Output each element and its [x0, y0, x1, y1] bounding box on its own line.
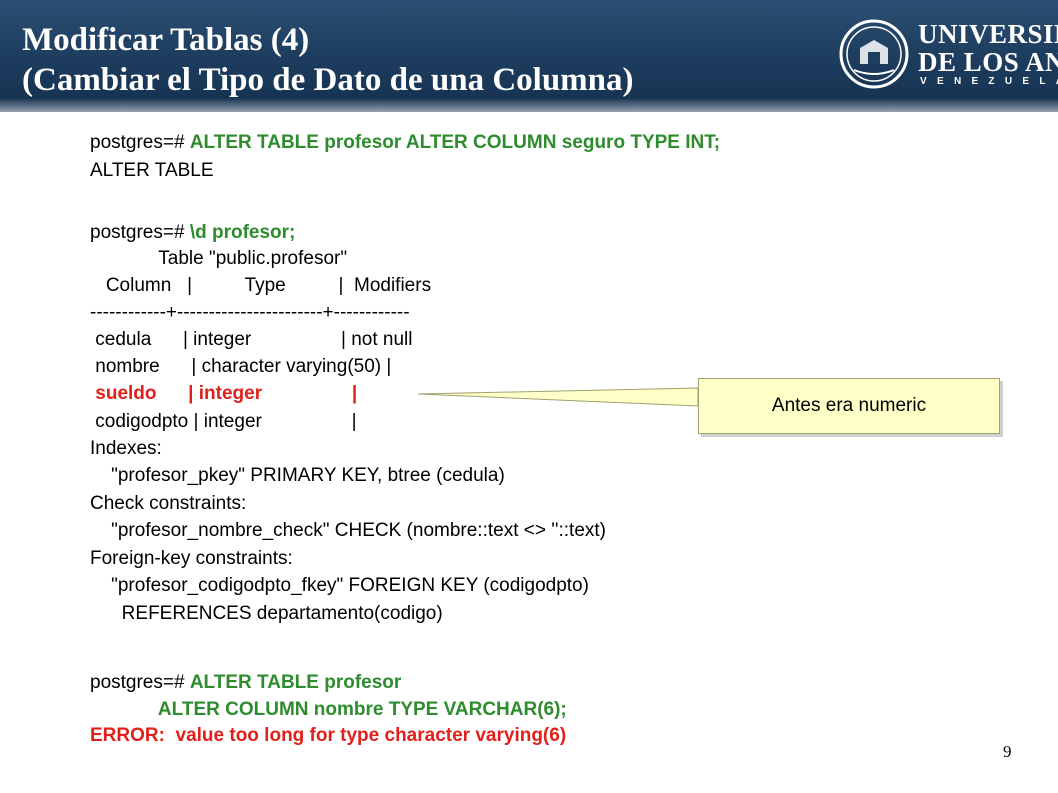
sql-command: ALTER TABLE profesor ALTER COLUMN seguro… [189, 132, 721, 153]
title-line-2: (Cambiar el Tipo de Dato de una Columna) [22, 62, 634, 98]
logo-country: VENEZUELA [920, 76, 1058, 87]
psql-command: \d profesor; [189, 222, 296, 243]
sql-command-continuation: ALTER COLUMN nombre TYPE VARCHAR(6); [90, 699, 567, 720]
callout-note: Antes era numeric [698, 378, 1000, 434]
command-line-1: postgres=# ALTER TABLE profesor ALTER CO… [90, 131, 720, 155]
table-row-highlighted: sueldo | integer | [90, 383, 358, 404]
command-line-3: postgres=# ALTER TABLE profesor [90, 671, 401, 695]
logo-line-2: DE LOS ANDES [918, 47, 1058, 77]
table-row: codigodpto | integer | [90, 411, 357, 432]
table-column-header: Column | Type | Modifiers [90, 275, 432, 296]
error-message: ERROR: value too long for type character… [90, 725, 567, 746]
table-title: Table "public.profesor" [90, 248, 348, 269]
check-label: Check constraints: [90, 493, 247, 514]
table-separator: ------------+-----------------------+---… [90, 302, 410, 323]
check-definition: "profesor_nombre_check" CHECK (nombre::t… [90, 520, 607, 541]
prompt: postgres=# [90, 672, 190, 693]
fk-references: REFERENCES departamento(codigo) [90, 603, 443, 624]
slide-title: Modificar Tablas (4) (Cambiar el Tipo de… [22, 20, 634, 100]
table-row: cedula | integer | not null [90, 329, 413, 350]
logo-line-1: UNIVERSIDAD [918, 19, 1058, 49]
fk-label: Foreign-key constraints: [90, 548, 293, 569]
sql-command: ALTER TABLE profesor [189, 672, 402, 693]
fk-definition: "profesor_codigodpto_fkey" FOREIGN KEY (… [90, 575, 589, 596]
university-seal-icon [839, 19, 909, 89]
page-number: 9 [1003, 742, 1012, 761]
title-line-1: Modificar Tablas (4) [22, 22, 310, 58]
logo-wordmark: UNIVERSIDAD DE LOS ANDES [918, 20, 1058, 76]
callout-text: Antes era numeric [771, 395, 927, 416]
indexes-label: Indexes: [90, 438, 162, 459]
slide-header: Modificar Tablas (4) (Cambiar el Tipo de… [0, 0, 1058, 112]
university-logo: UNIVERSIDAD DE LOS ANDES VENEZUELA [838, 14, 1058, 94]
table-row: nombre | character varying(50) | [90, 356, 392, 377]
command-line-2: postgres=# \d profesor; [90, 221, 295, 245]
index-definition: "profesor_pkey" PRIMARY KEY, btree (cedu… [90, 465, 505, 486]
prompt: postgres=# [90, 132, 190, 153]
command-response: ALTER TABLE [90, 160, 214, 181]
prompt: postgres=# [90, 222, 190, 243]
